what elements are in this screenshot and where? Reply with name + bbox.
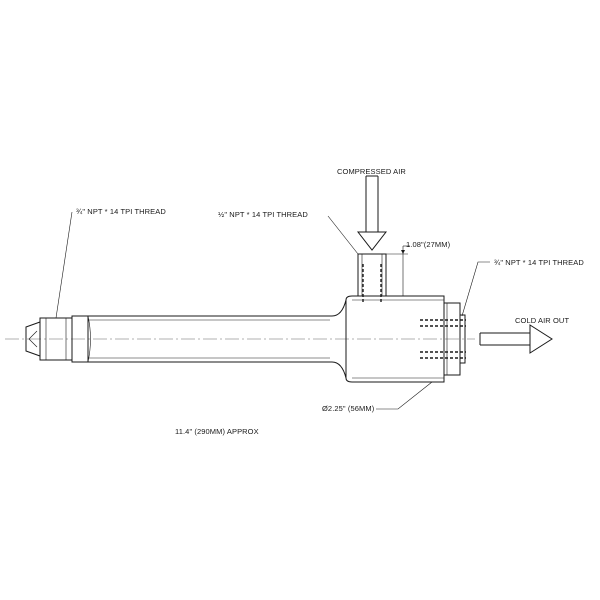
compressed-air-arrow — [356, 175, 388, 251]
cold-air-out-label: COLD AIR OUT — [515, 316, 570, 325]
hot-tube — [88, 299, 347, 379]
compressed-air-label: COMPRESSED AIR — [337, 167, 406, 176]
cold-air-out-arrow — [479, 324, 553, 354]
right-thread-label: ¾" NPT * 14 TPI THREAD — [494, 258, 584, 267]
dimension-inlet-length — [386, 245, 410, 297]
compressed-air-inlet — [357, 253, 387, 302]
leader-right-thread — [461, 261, 490, 317]
overall-length-label: 11.4" (290MM) APPROX — [175, 427, 259, 436]
inlet-thread-label: ½" NPT * 14 TPI THREAD — [218, 210, 308, 219]
diameter-label: Ø2.25" (56MM) — [322, 404, 375, 413]
left-thread-label: ¾" NPT * 14 TPI THREAD — [76, 207, 166, 216]
leader-inlet-thread — [327, 215, 359, 255]
right-end-cap — [420, 302, 466, 376]
leader-left-thread — [55, 211, 73, 319]
leader-diameter — [376, 381, 433, 410]
generator-body — [345, 295, 445, 383]
inlet-length-label: 1.08"(27MM) — [406, 240, 451, 249]
